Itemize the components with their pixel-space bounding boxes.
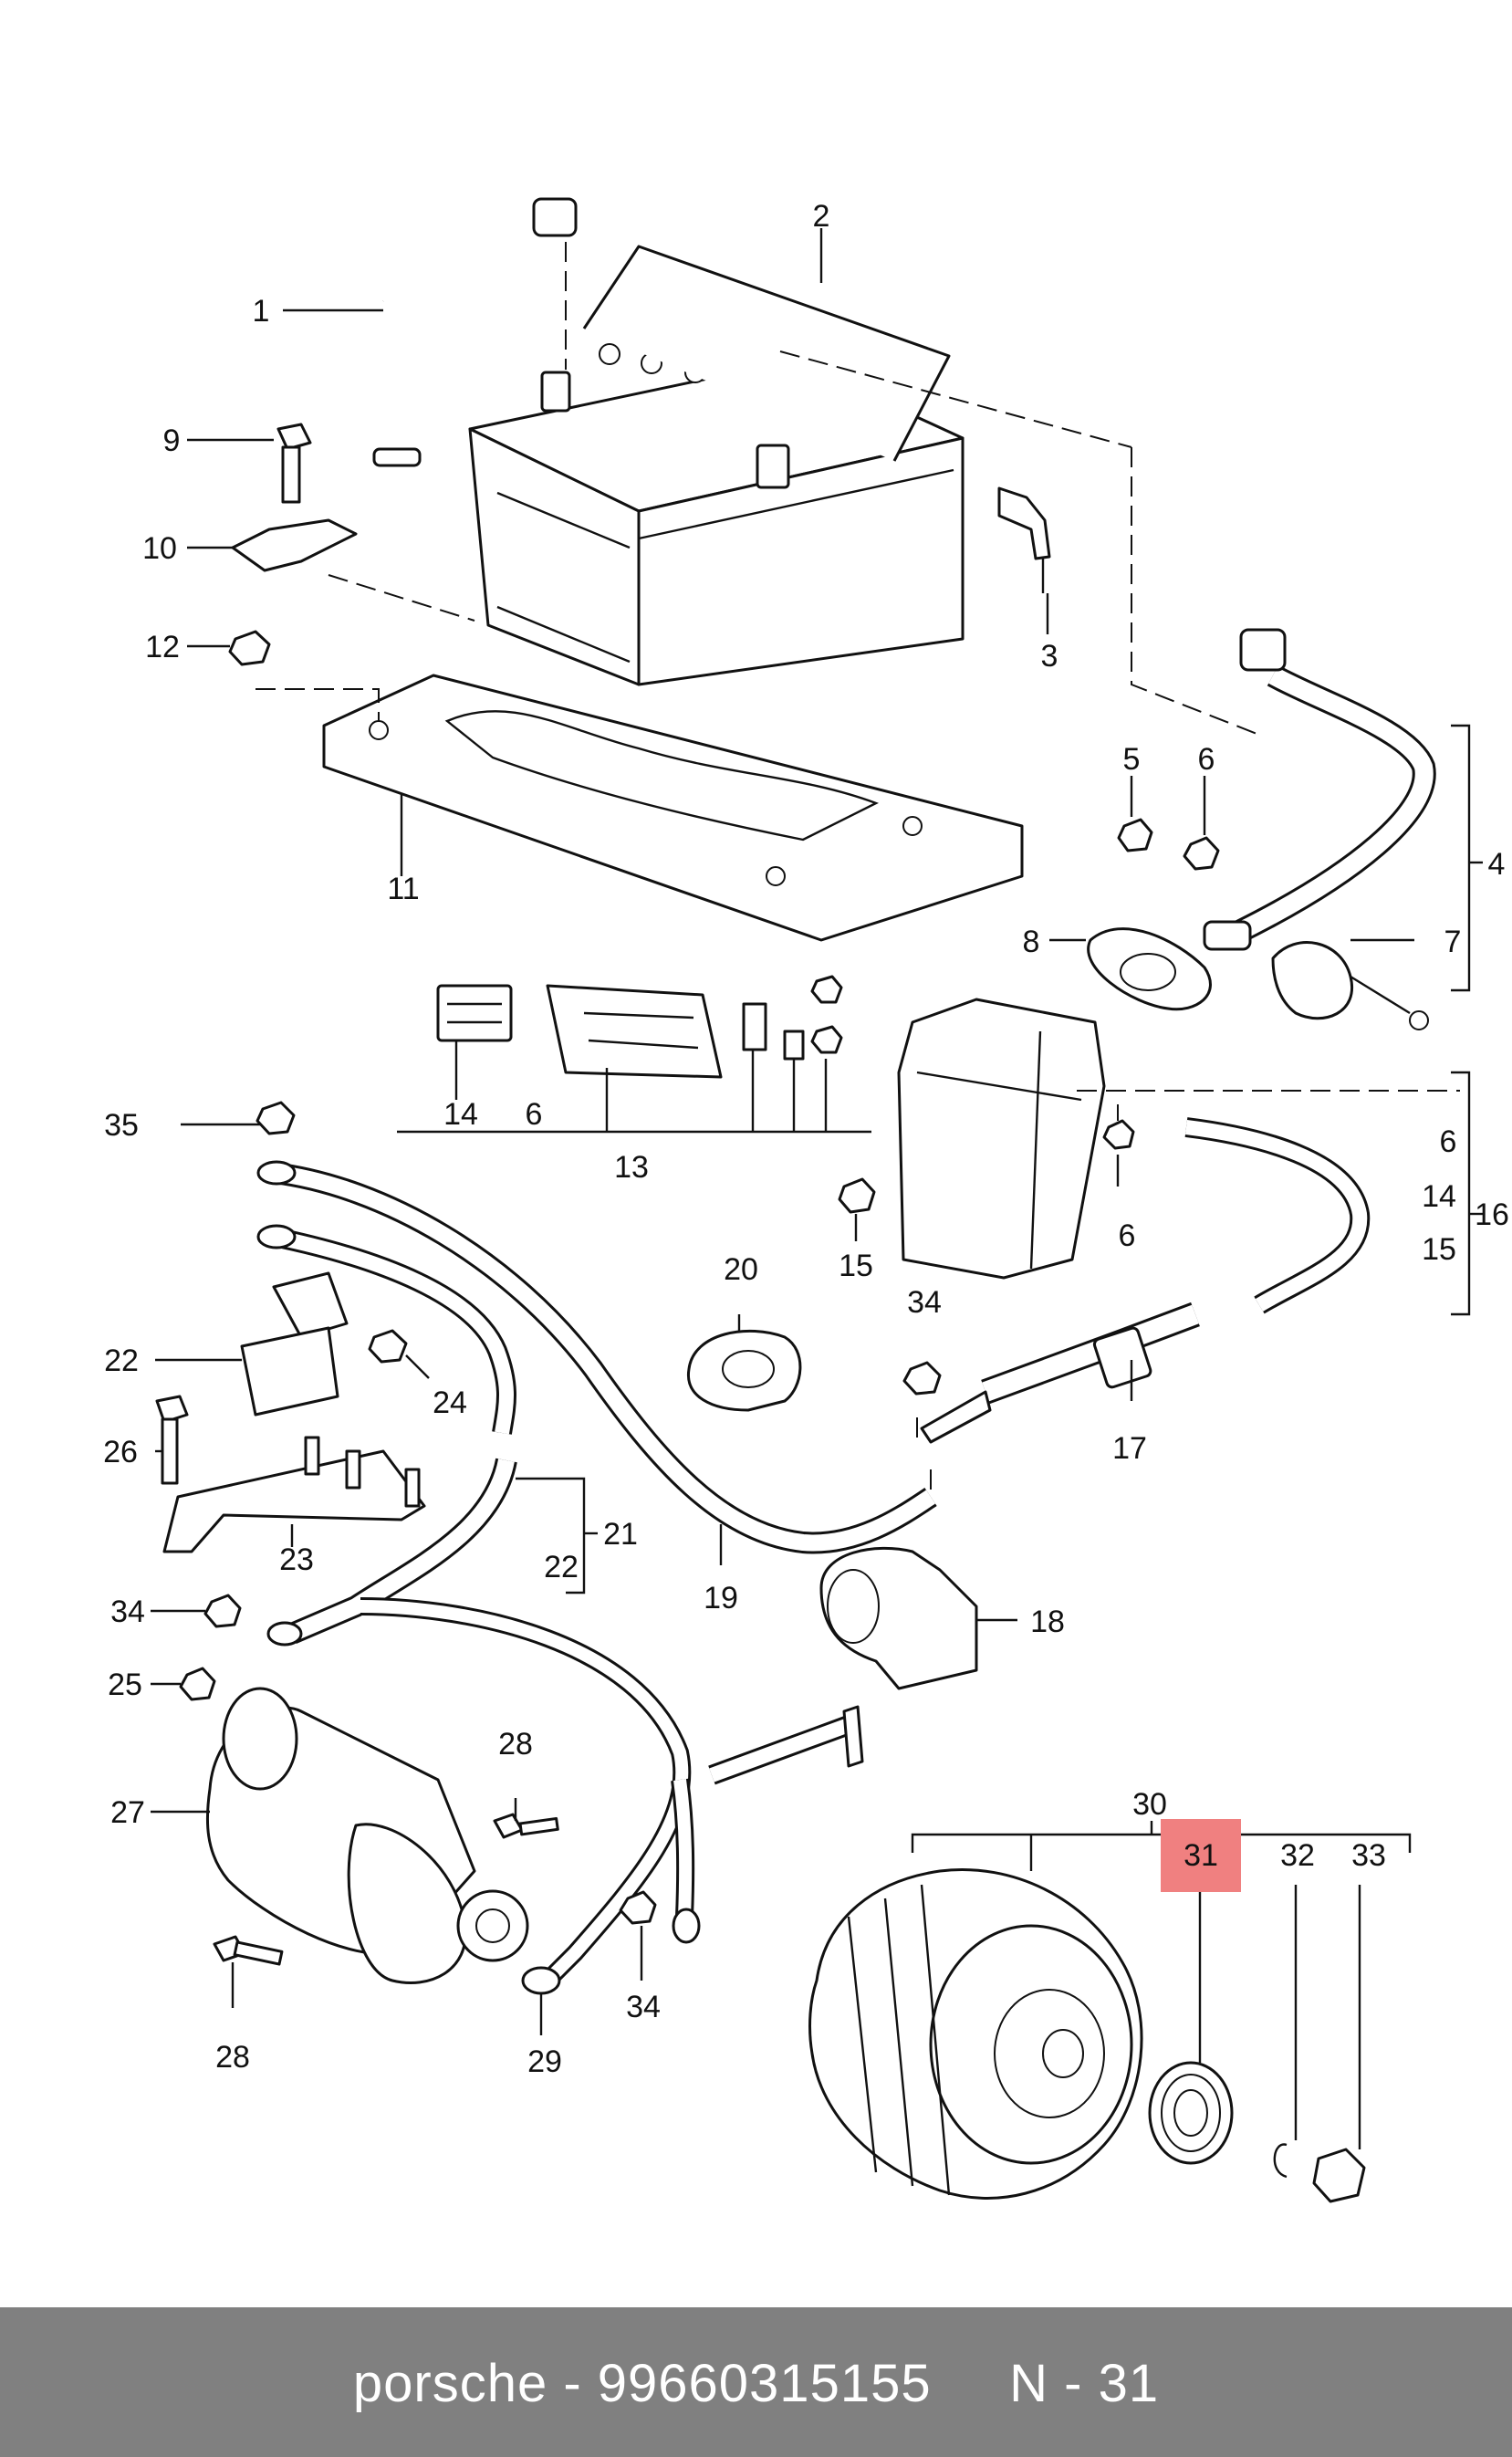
callout-15-nut: 15 — [839, 1249, 873, 1283]
ground-cable — [372, 197, 578, 467]
callout-17: 17 — [1112, 1431, 1147, 1466]
callout-9: 9 — [163, 423, 181, 458]
nut-24 — [368, 1329, 408, 1364]
bolt-26 — [155, 1395, 189, 1485]
bracket-22 — [240, 1271, 349, 1417]
battery — [468, 245, 965, 686]
callout-32: 32 — [1280, 1838, 1315, 1873]
callout-34-left: 34 — [110, 1594, 145, 1629]
bolt-9 — [276, 423, 312, 504]
callout-12: 12 — [145, 630, 180, 664]
callout-14-left: 14 — [443, 1097, 478, 1132]
battery-tray — [322, 674, 1024, 942]
nut-34-left — [203, 1594, 242, 1628]
callout-23: 23 — [279, 1542, 314, 1577]
callout-3: 3 — [1041, 639, 1058, 674]
callout-31: 31 — [1184, 1838, 1218, 1873]
footer-brand: porsche — [352, 2354, 548, 2413]
nut-5 — [1117, 818, 1153, 852]
callout-2: 2 — [813, 199, 830, 234]
callout-1: 1 — [253, 294, 270, 329]
footer-separator: - — [547, 2354, 598, 2413]
bracket-10 — [231, 518, 358, 572]
cable-21 — [266, 1458, 864, 1995]
callout-22-left: 22 — [104, 1344, 139, 1378]
callout-11: 11 — [387, 872, 419, 906]
cable-17 — [920, 1117, 1371, 1444]
parts-diagram: 1 2 3 4 5 6 7 8 9 10 11 12 13 14 6 6 14 … — [103, 197, 1509, 2203]
leader-lines — [151, 228, 1483, 2149]
nut-12 — [228, 630, 271, 666]
callout-4: 4 — [1488, 847, 1506, 882]
footer-bar: porsche - 99660315155 N - 31 — [0, 2307, 1512, 2457]
callout-30: 30 — [1132, 1787, 1167, 1822]
clip-20 — [686, 1330, 802, 1412]
bracket-23 — [162, 1436, 426, 1553]
callout-27: 27 — [110, 1795, 145, 1830]
battery-terminal-negative — [540, 371, 571, 413]
nut-34-lower — [619, 1890, 657, 1925]
holder-18 — [819, 1546, 978, 1690]
starter-motor — [205, 1687, 559, 1984]
callout-10: 10 — [142, 531, 177, 566]
nut-35 — [255, 1101, 296, 1135]
footer-position-label: N - 31 — [1009, 2354, 1160, 2413]
callout-14-right: 14 — [1422, 1179, 1456, 1214]
callout-21: 21 — [603, 1517, 638, 1552]
positive-cable — [1203, 628, 1436, 951]
nut-34-upper — [902, 1361, 942, 1396]
callout-34-lower: 34 — [626, 1990, 661, 2024]
callout-33: 33 — [1351, 1838, 1386, 1873]
callout-8: 8 — [1023, 925, 1040, 959]
callout-7: 7 — [1444, 925, 1462, 959]
pulley-31 — [1148, 2061, 1234, 2165]
clamp-7 — [1271, 941, 1429, 1030]
sensor-3 — [997, 486, 1051, 593]
callout-28-right: 28 — [498, 1727, 533, 1762]
callout-6-right: 6 — [1440, 1124, 1457, 1159]
main-cable-19 — [256, 1160, 937, 1554]
control-unit — [897, 998, 1135, 1280]
callout-6-control: 6 — [1119, 1218, 1136, 1253]
nut-25 — [179, 1667, 216, 1701]
nut-33 — [1312, 2148, 1366, 2203]
callout-13: 13 — [614, 1150, 649, 1185]
callout-6-left: 6 — [526, 1097, 543, 1132]
callout-6-nut: 6 — [1198, 742, 1215, 777]
nut-6 — [1183, 836, 1220, 871]
callout-20: 20 — [724, 1252, 758, 1287]
battery-terminal-positive — [756, 444, 790, 489]
circlip-32 — [1273, 2143, 1288, 2179]
footer-part-number: 99660315155 — [597, 2354, 932, 2413]
callout-5: 5 — [1123, 742, 1141, 777]
callout-26: 26 — [103, 1435, 138, 1469]
callout-18: 18 — [1030, 1605, 1065, 1639]
callout-15-right: 15 — [1422, 1232, 1456, 1267]
callout-16: 16 — [1475, 1197, 1509, 1232]
dashed-lines — [255, 242, 1460, 1497]
callout-34-upper: 34 — [907, 1285, 942, 1320]
callout-24: 24 — [433, 1385, 467, 1420]
gasket-8 — [1087, 927, 1212, 1011]
highlight-box — [1161, 1819, 1241, 1892]
callout-29: 29 — [527, 2044, 562, 2079]
footer-caption: porsche - 99660315155 N - 31 — [0, 2353, 1512, 2414]
callout-25: 25 — [108, 1668, 142, 1702]
fuse-board — [436, 975, 876, 1214]
callout-labels: 1 2 3 4 5 6 7 8 9 10 11 12 13 14 6 6 14 … — [103, 199, 1509, 2079]
alternator — [808, 1868, 1366, 2203]
battery-handle — [582, 245, 951, 462]
callout-35: 35 — [104, 1108, 139, 1143]
callout-19: 19 — [704, 1581, 738, 1615]
callout-28-left: 28 — [215, 2040, 250, 2075]
footer-spacer — [932, 2354, 1010, 2413]
callout-22-right: 22 — [544, 1550, 579, 1584]
